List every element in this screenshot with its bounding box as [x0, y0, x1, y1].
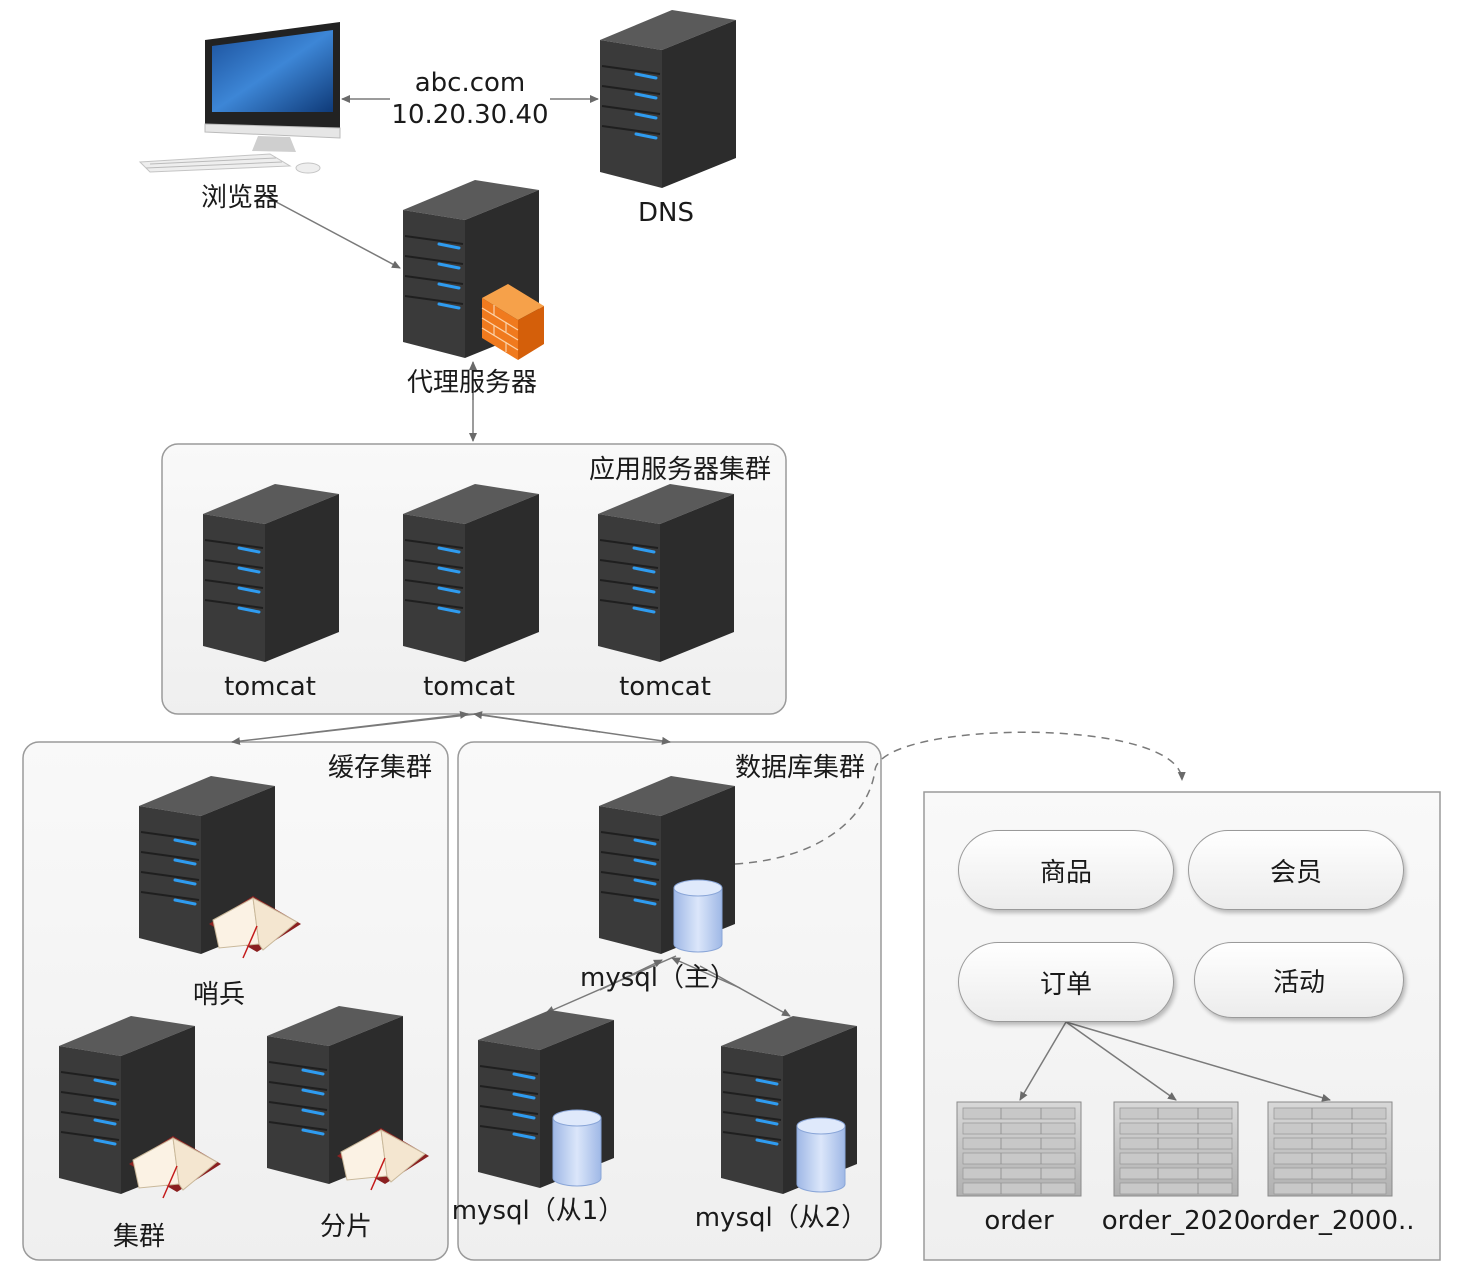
tomcat-server-icon-1 — [203, 484, 339, 662]
order-table1-arrow — [1019, 1021, 1067, 1101]
order-table2-arrow — [1065, 1021, 1177, 1101]
books-layer — [129, 896, 429, 1199]
tomcat-label-2: tomcat — [423, 672, 515, 702]
app-cache-arrow-back — [299, 710, 469, 735]
browser-computer-icon — [138, 22, 341, 174]
tomcat-server-icon-2 — [403, 484, 539, 662]
module-pill-activity: 活动 — [1194, 942, 1404, 1018]
table-rack-order-icon — [956, 1101, 1082, 1197]
table-label-order: order — [984, 1206, 1054, 1236]
table-rack-order-2000-icon — [1267, 1101, 1393, 1197]
mysql-master-label: mysql（主） — [580, 963, 736, 993]
ip-label: 10.20.30.40 — [391, 100, 549, 130]
tomcat-server-icon-3 — [598, 484, 734, 662]
mysql-slave2-db-icon — [796, 1117, 846, 1193]
db-shard-dashed-arrow — [734, 731, 1186, 865]
module-pill-order: 订单 — [958, 942, 1174, 1022]
dns-label: DNS — [638, 198, 694, 228]
module-pill-member: 会员 — [1188, 830, 1404, 910]
browser-label: 浏览器 — [200, 183, 280, 213]
proxy-label: 代理服务器 — [406, 368, 538, 398]
shard-node-label: 分片 — [319, 1212, 373, 1242]
domain-label: abc.com — [414, 68, 526, 98]
master-slave2-arrow-back — [671, 957, 741, 989]
cluster-book-icon — [129, 1136, 221, 1199]
db-cylinders-layer — [552, 879, 846, 1193]
firewall-icon — [481, 284, 544, 360]
app-cluster-title: 应用服务器集群 — [588, 455, 771, 485]
browser-proxy-arrow — [264, 195, 401, 269]
mysql-slave1-db-icon — [552, 1109, 602, 1187]
master-slave2-arrow — [699, 965, 791, 1017]
shard-server-icon — [267, 1006, 403, 1184]
dns-server-icon — [600, 10, 736, 188]
tomcat-label-1: tomcat — [224, 672, 316, 702]
servers-layer — [59, 10, 857, 1194]
shard-book-icon — [337, 1128, 429, 1191]
table-label-order-2020: order_2020 — [1101, 1206, 1251, 1236]
mysql-master-db-icon — [673, 879, 723, 953]
tomcat-label-3: tomcat — [619, 672, 711, 702]
cache-cluster-title: 缓存集群 — [327, 753, 432, 783]
table-racks-layer — [956, 1101, 1393, 1197]
mysql-slave1-label: mysql（从1） — [451, 1196, 625, 1226]
table-rack-order-2020-icon — [1113, 1101, 1239, 1197]
db-cluster-title: 数据库集群 — [734, 753, 865, 783]
table-label-order-2000: order_2000.. — [1249, 1206, 1415, 1236]
app-db-arrow-back — [473, 711, 601, 733]
order-table3-arrow — [1065, 1021, 1331, 1102]
mysql-slave2-label: mysql（从2） — [694, 1203, 868, 1233]
sentinel-book-icon — [209, 896, 301, 959]
module-pill-goods: 商品 — [958, 830, 1174, 910]
sentinel-label: 哨兵 — [192, 980, 246, 1010]
cluster-label: 集群 — [112, 1222, 166, 1252]
master-slave1-arrow-back — [599, 959, 663, 991]
